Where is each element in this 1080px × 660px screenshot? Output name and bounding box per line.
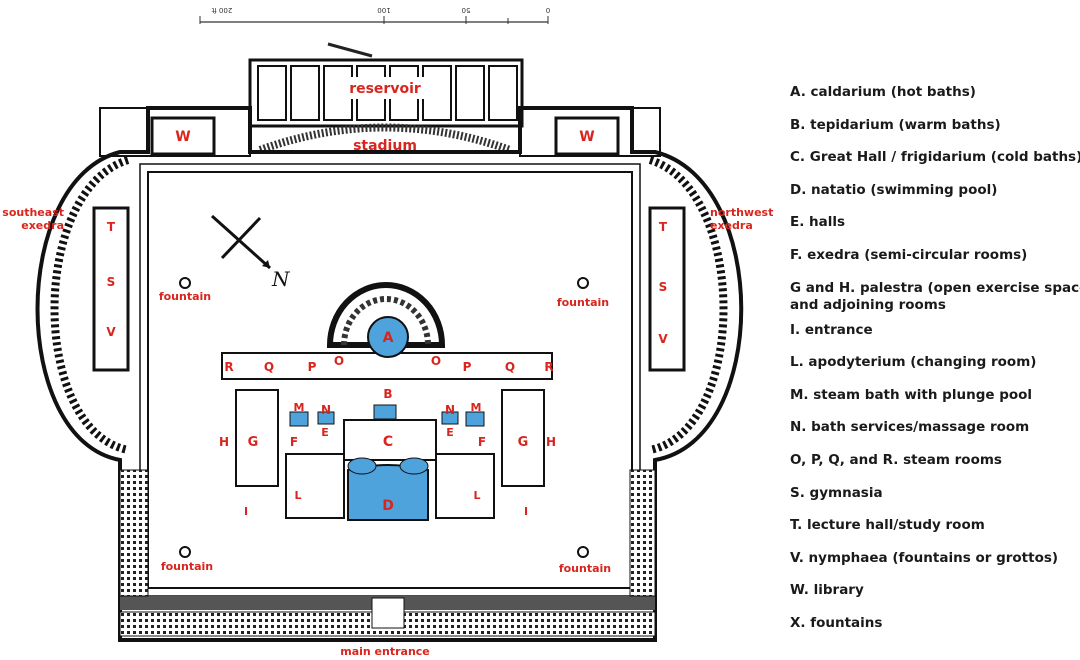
room-P-west: P (308, 360, 317, 374)
legend-item: W. library (790, 582, 864, 599)
legend-item: M. steam bath with plunge pool (790, 386, 1033, 403)
legend-item: E. halls (790, 214, 846, 231)
exedra-room-S-east: S (659, 280, 668, 294)
room-O-west: O (334, 354, 344, 368)
room-E-west: E (321, 426, 329, 439)
caldarium-pool (367, 316, 409, 358)
compass-north-label: N (271, 267, 291, 291)
reservoir-label-bg (344, 77, 426, 99)
water-inlet (327, 42, 373, 58)
scale-tick-100: 100 (377, 6, 390, 14)
room-I-west: I (244, 505, 248, 518)
legend-item: B. tepidarium (warm baths) (790, 116, 1001, 133)
exedra-rooms-east (648, 206, 686, 372)
library-right (554, 116, 620, 156)
room-B: B (383, 387, 392, 401)
legend-item: F. exedra (semi-circular rooms) (790, 247, 1028, 263)
room-R-east: R (544, 360, 553, 374)
legend-item: N. bath services/massage room (790, 419, 1030, 436)
fountain-label-ne: fountain (557, 296, 609, 309)
fountain-label-nw: fountain (159, 290, 211, 303)
room-G-east: G (518, 435, 529, 450)
legend-item: A. caldarium (hot baths) (790, 84, 976, 100)
library-label-east: W (579, 129, 594, 145)
room-A: A (383, 330, 394, 346)
fountain-label-sw: fountain (161, 560, 213, 573)
legend-item: T. lecture hall/study room (790, 517, 985, 534)
exedra-room-V-west: V (106, 325, 116, 339)
central-bath-block (221, 282, 553, 521)
legend-item: X. fountains (790, 615, 883, 631)
room-P-east: P (463, 360, 472, 374)
fountain-markers (179, 277, 589, 558)
stadium-label: stadium (353, 138, 417, 154)
room-O-east: O (431, 354, 441, 368)
stadium-seating (258, 123, 512, 154)
room-F-east: F (478, 435, 486, 449)
exedra-room-T-east: T (659, 220, 668, 234)
west-colonnade (119, 469, 149, 597)
main-entrance-label: main entrance (340, 645, 430, 658)
room-Q-east: Q (505, 360, 515, 374)
room-M-east: M (471, 401, 482, 414)
scale-tick-50: 50 (462, 6, 471, 14)
exedra-rooms-west (92, 206, 130, 372)
library-label-west: W (175, 129, 190, 145)
room-R-west: R (224, 360, 233, 374)
exedra-room-T-west: T (107, 220, 116, 234)
library-left (150, 116, 216, 156)
legend-item: S. gymnasia (790, 484, 883, 501)
room-I-east: I (524, 505, 528, 518)
exedra-room-V-east: V (658, 332, 668, 346)
room-M-west: M (294, 401, 305, 414)
reservoir-label: reservoir (349, 81, 421, 97)
room-F-west: F (290, 435, 298, 449)
exedra-room-S-west: S (107, 275, 116, 289)
main-gate (371, 597, 405, 629)
room-G-west: G (248, 435, 259, 450)
room-Q-west: Q (264, 360, 274, 374)
legend-item: G and H. palestra (open exercise spaces)… (790, 279, 1080, 313)
legend-item: D. natatio (swimming pool) (790, 181, 998, 198)
room-N-east: N (445, 403, 455, 417)
fountain-label-se: fountain (559, 562, 611, 575)
scale-tick-200: 200 ft (211, 6, 232, 14)
room-L-east: L (473, 489, 480, 502)
scale-bar: 200 ft 100 50 0 (199, 6, 550, 24)
east-colonnade (629, 469, 656, 597)
legend-item: C. Great Hall / frigidarium (cold baths) (790, 149, 1080, 166)
bath-complex-plan: 200 ft 100 50 0 (2, 6, 773, 658)
legend-item: V. nymphaea (fountains or grottos) (790, 549, 1059, 566)
compass: N (210, 214, 291, 291)
scale-tick-0: 0 (546, 6, 550, 14)
perimeter-wall (35, 106, 744, 642)
legend-item: I. entrance (790, 321, 873, 338)
room-L-west: L (294, 489, 301, 502)
legend-item: L. apodyterium (changing room) (790, 354, 1037, 371)
room-H-west: H (219, 435, 229, 449)
room-E-east: E (446, 426, 454, 439)
room-N-west: N (321, 403, 331, 417)
room-D: D (382, 498, 394, 514)
room-H-east: H (546, 435, 556, 449)
room-C: C (383, 434, 393, 450)
legend-item: O, P, Q, and R. steam rooms (790, 452, 1002, 468)
